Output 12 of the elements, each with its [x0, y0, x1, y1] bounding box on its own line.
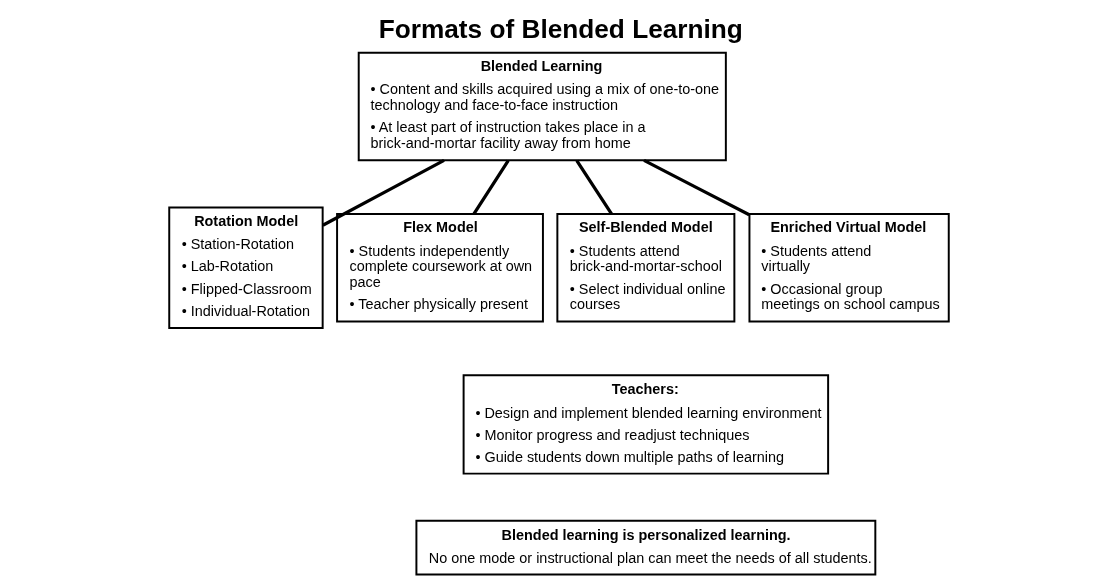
connector	[574, 159, 613, 215]
connector	[472, 159, 510, 215]
node-box: Flex Model • Students independently complete coursework at own pace • Teacher physically present	[335, 213, 544, 323]
connector	[321, 158, 445, 227]
connector	[642, 158, 750, 217]
node-box: Blended Learning • Content and skills acquired using a mix of one-to-one technology and face-to-face instruction • At least part of instruction takes place in a brick-and-mortar facility away from home	[357, 51, 727, 162]
node-box: Teachers: • Design and implement blended learning environment • Monitor progress and readjust techniques • Guide students down multiple paths of learning	[462, 374, 829, 475]
node-box: Blended learning is personalized learning. No one mode or instructional plan can meet the needs of all students.	[414, 519, 876, 576]
diagram-title: Formats of Blended Learning	[378, 14, 743, 45]
node-box: Enriched Virtual Model • Students attend virtually • Occasional group meetings on school campus	[747, 213, 950, 323]
node-box: Rotation Model • Station-Rotation • Lab-Rotation • Flipped-Classroom • Individual-Rotation	[167, 206, 324, 330]
node-box: Self-Blended Model • Students attend brick-and-mortar-school • Select individual online courses	[555, 213, 735, 323]
